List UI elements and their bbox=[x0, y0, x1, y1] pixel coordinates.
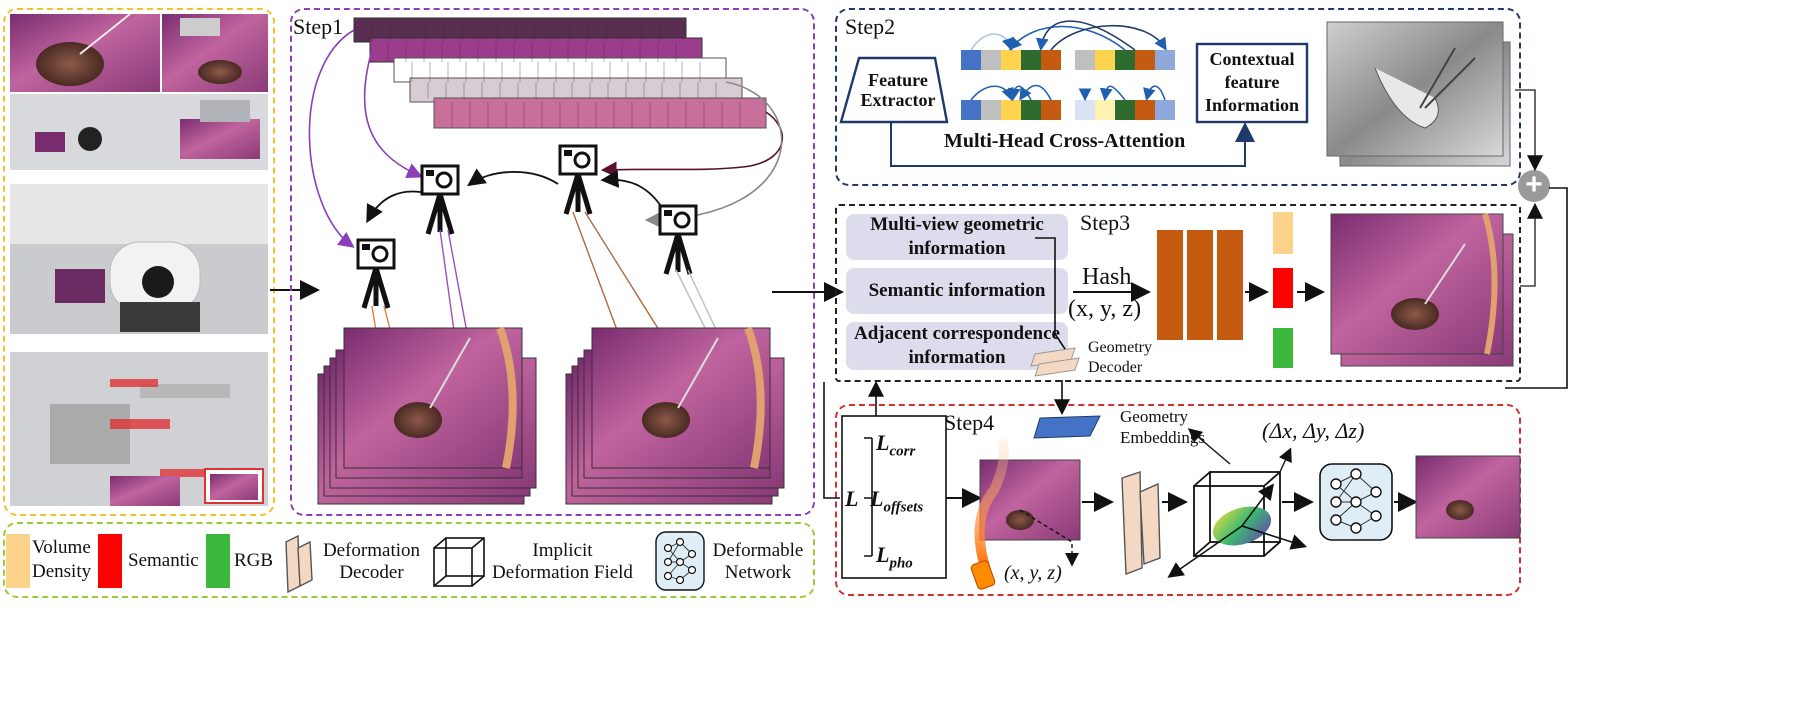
camera-icon bbox=[420, 164, 460, 235]
loss-offsets: Loffsets bbox=[870, 486, 924, 516]
info-correspondence: Adjacent correspondence information bbox=[846, 322, 1068, 370]
legend-deformation-icon bbox=[285, 534, 313, 594]
info-multiview: Multi-view geometric information bbox=[846, 214, 1068, 260]
contextual-info-label: Contextual feature Information bbox=[1205, 49, 1299, 115]
step2-label: Step2 bbox=[845, 14, 896, 39]
attention-tokens bbox=[961, 50, 1175, 120]
step3-diagram bbox=[1030, 212, 1514, 377]
step1-label: Step1 bbox=[293, 14, 344, 39]
geometry-embeddings-label: Geometry Embeddings bbox=[1120, 407, 1205, 447]
feature-extractor-shape bbox=[839, 56, 949, 124]
plus-symbol: + bbox=[1525, 168, 1543, 201]
step1-panel bbox=[290, 8, 815, 516]
mlp-layer bbox=[1157, 230, 1183, 340]
input-images-panel bbox=[3, 8, 275, 516]
step2-diagram bbox=[839, 20, 1511, 167]
camera-icon bbox=[658, 204, 698, 275]
legend-deformation-label: Deformation Decoder bbox=[322, 540, 421, 583]
legend-implicit-label: Implicit Deformation Field bbox=[492, 540, 633, 583]
feature-strip-stack bbox=[353, 17, 767, 129]
legend-cube-icon bbox=[433, 537, 485, 587]
frame-stack-right bbox=[565, 326, 785, 505]
legend-volume-label: Volume Density bbox=[32, 537, 92, 582]
step4-label: Step4 bbox=[944, 410, 995, 435]
arrow-step1-to-step3 bbox=[772, 282, 844, 302]
loss-box bbox=[841, 415, 947, 579]
camera-icon bbox=[558, 144, 598, 215]
plus-connectors bbox=[1505, 89, 1568, 389]
legend-semantic-label: Semantic bbox=[128, 550, 199, 571]
legend-rgb-swatch bbox=[206, 534, 230, 588]
step2-panel bbox=[835, 8, 1521, 186]
frame-stack-left bbox=[317, 326, 537, 505]
step4-diagram bbox=[823, 380, 1521, 590]
legend-rgb-label: RGB bbox=[234, 550, 274, 571]
mlp-layer bbox=[1187, 230, 1213, 340]
loss-pho: Lpho bbox=[876, 542, 913, 572]
delta-label: (Δx, Δy, Δz) bbox=[1262, 418, 1365, 443]
geometry-embeddings-plate bbox=[1033, 415, 1101, 439]
plus-icon: + bbox=[1518, 170, 1550, 202]
camera-icon bbox=[356, 238, 396, 309]
loss-corr: Lcorr bbox=[876, 430, 916, 460]
geometry-decoder-label: Geometry Decoder bbox=[1088, 339, 1152, 376]
step3-label: Step3 bbox=[1080, 210, 1131, 235]
step3-xyz-label: (x, y, z) bbox=[1068, 296, 1142, 322]
semantic-output bbox=[1273, 268, 1293, 308]
info-semantic: Semantic information bbox=[846, 268, 1068, 314]
attention-title: Multi-Head Cross-Attention bbox=[944, 130, 1186, 152]
mlp-layer bbox=[1217, 230, 1243, 340]
legend-volume-swatch bbox=[6, 534, 30, 588]
legend-network-icon bbox=[655, 531, 705, 591]
step4-xyz-label: (x, y, z) bbox=[1004, 562, 1062, 584]
legend-panel bbox=[3, 522, 815, 598]
rgb-output bbox=[1273, 328, 1293, 368]
legend-network-label: Deformable Network bbox=[712, 540, 804, 583]
loss-main: L bbox=[845, 486, 859, 511]
hash-label: Hash bbox=[1082, 264, 1132, 290]
feature-extractor-label: Feature Extractor bbox=[860, 70, 936, 110]
arrow-input-to-step1 bbox=[270, 280, 320, 300]
step3-panel bbox=[835, 204, 1521, 382]
step1-diagram bbox=[308, 17, 785, 505]
deformable-network-icon bbox=[1319, 463, 1393, 541]
input-photo-collage bbox=[10, 14, 268, 506]
volume-density-output bbox=[1273, 212, 1293, 254]
legend-semantic-swatch bbox=[98, 534, 122, 588]
